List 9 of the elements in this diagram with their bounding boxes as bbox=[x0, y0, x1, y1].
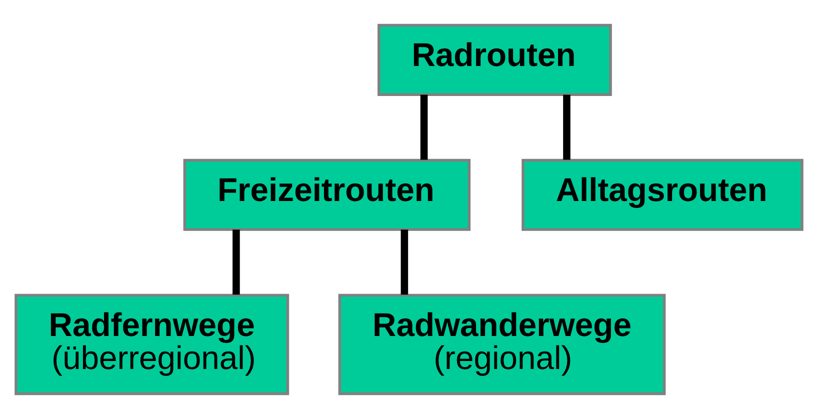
node-box: Freizeitrouten bbox=[183, 158, 471, 231]
node-box: Alltagsrouten bbox=[522, 158, 804, 231]
node-box: Radrouten bbox=[378, 24, 612, 96]
node-box: Radfernwege (überregional) bbox=[14, 294, 290, 396]
connector bbox=[232, 230, 240, 295]
connector bbox=[420, 94, 428, 160]
connector bbox=[563, 94, 570, 160]
node-box: Radwanderwege (regional) bbox=[338, 294, 666, 396]
connector bbox=[400, 230, 408, 295]
